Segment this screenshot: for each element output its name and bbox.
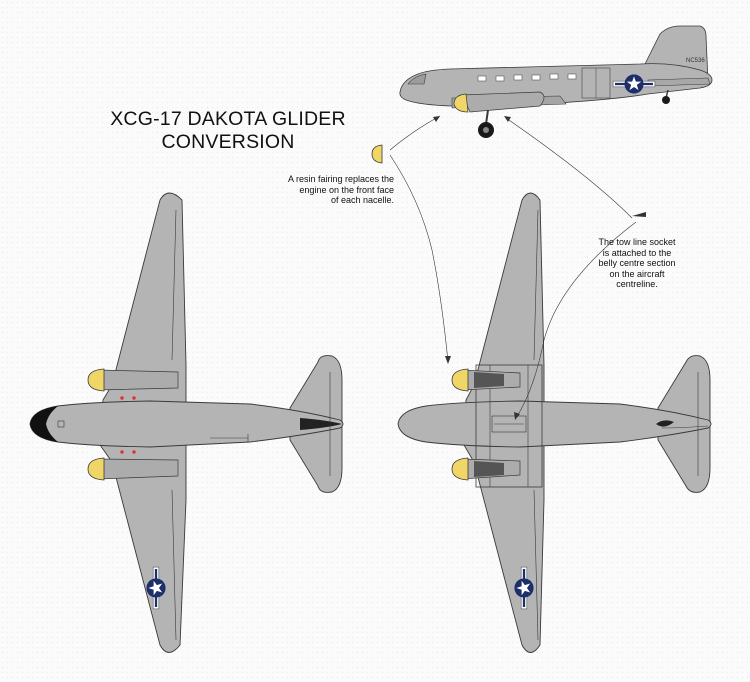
side-fairing: [453, 93, 469, 113]
fairing-annotation-line: A resin fairing replaces the: [287, 174, 394, 184]
tow-socket-annotation: The tow line socket is attached to the b…: [586, 237, 688, 290]
top-fairing-left: [87, 368, 105, 392]
tow-socket-annotation-line: is attached to the: [602, 247, 672, 258]
side-nacelle: [461, 91, 545, 113]
under-centre-section: [475, 364, 543, 488]
leader-lines: [389, 115, 637, 419]
tow-socket-annotation-line: centreline.: [616, 279, 658, 289]
side-windows: [477, 73, 577, 82]
tow-socket-annotation-line: belly centre section: [598, 258, 676, 268]
top-fairing-right: [87, 457, 105, 481]
top-nose-cone: [30, 406, 58, 442]
under-tail-wheel-bay: [656, 420, 674, 427]
plan-view-underside: [397, 192, 712, 653]
top-nacelle-left: [87, 368, 179, 392]
fairing-annotation-line: engine on the front face: [299, 184, 394, 195]
fairing-annotation-line: of each nacelle.: [330, 195, 394, 205]
top-tail-cone: [300, 418, 342, 430]
top-wing-marks: [120, 396, 136, 454]
fairing-annotation: A resin fairing replaces the engine on t…: [262, 174, 394, 206]
title-line-1: XCG-17 DAKOTA GLIDER: [110, 108, 346, 130]
under-nacelle-left: [451, 368, 521, 392]
under-fairing-right: [451, 457, 469, 481]
tow-socket-annotation-line: on the aircraft: [609, 268, 665, 279]
resin-fairing-icon: [371, 144, 383, 164]
top-nacelle-right: [87, 457, 179, 481]
diagram-title: XCG-17 DAKOTA GLIDER CONVERSION: [88, 108, 368, 154]
under-fairing-left: [451, 368, 469, 392]
under-nacelle-right: [451, 457, 521, 481]
plan-view-top: [29, 192, 344, 653]
title-line-2: CONVERSION: [161, 131, 295, 153]
tow-socket-icon: [632, 212, 646, 217]
side-view: [399, 25, 713, 138]
tow-socket-annotation-line: The tow line socket: [598, 237, 676, 247]
side-tail-wheel: [662, 89, 670, 104]
side-main-wheel: [478, 109, 494, 138]
top-fuselage: [29, 400, 344, 448]
side-nose-glazing: [407, 73, 427, 85]
